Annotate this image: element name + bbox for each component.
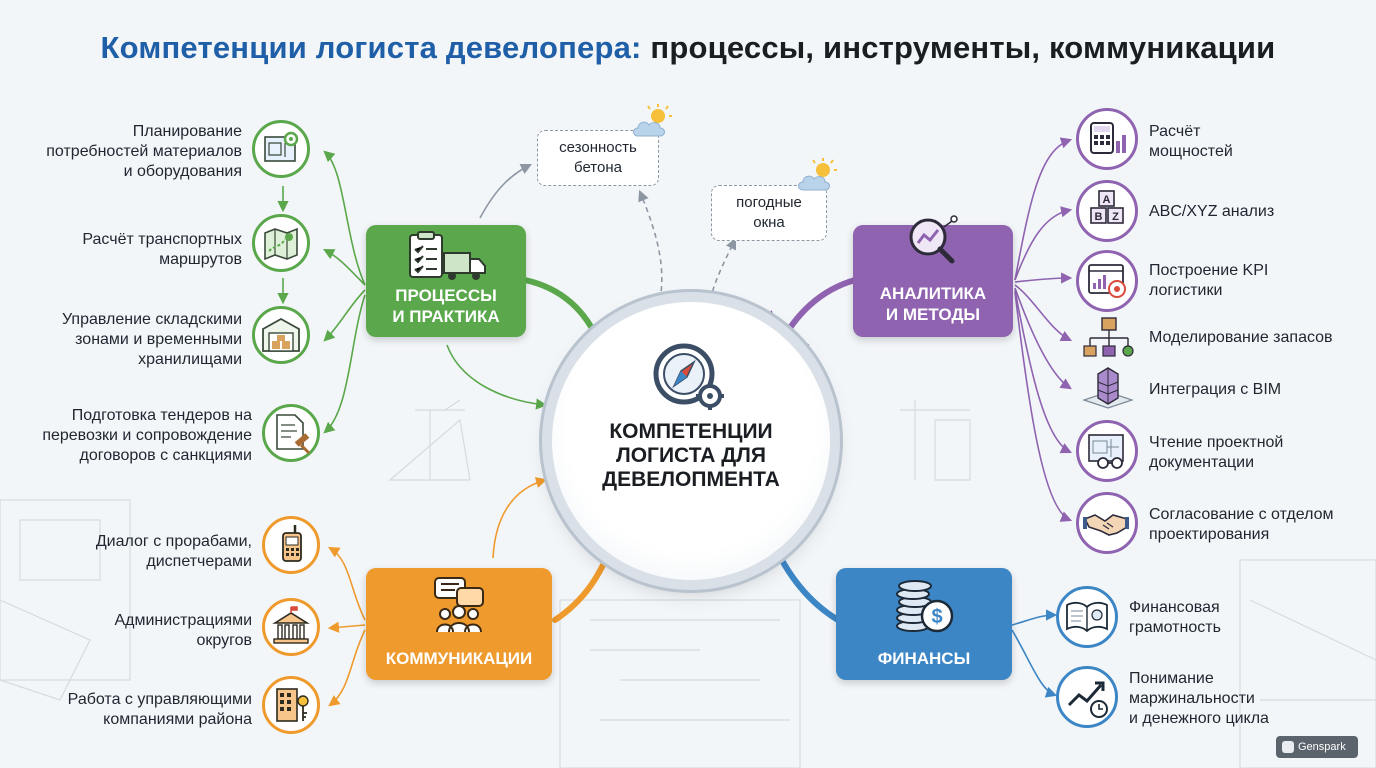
process-item-2: Расчёт транспортных маршрутов (82, 231, 242, 268)
building-key-icon (262, 676, 320, 734)
hub-processes-line1: ПРОЦЕССЫ (395, 286, 497, 305)
contract-gavel-icon (262, 404, 320, 462)
analytics-item-1: Расчёт мощностей (1149, 123, 1233, 160)
stock-tree-icon (1083, 317, 1134, 357)
center-node: КОМПЕТЕНЦИИ ЛОГИСТА ДЛЯ ДЕВЕЛОПМЕНТА (552, 302, 830, 580)
svg-text:A: A (1103, 194, 1111, 206)
comm-item-1: Диалог с прорабами, диспетчерами (95, 533, 252, 570)
hub-communications-line1: КОММУНИКАЦИИ (385, 649, 533, 668)
cloud-weather-windows: погодные окна (711, 185, 827, 241)
analytics-item-7: Согласование с отделом проектирования (1149, 506, 1334, 543)
sun-cloud-icon (633, 104, 672, 137)
title-rest: процессы, инструменты, коммуникации (650, 30, 1276, 65)
handshake-icon (1076, 492, 1138, 554)
genspark-logo-icon (1282, 741, 1294, 753)
finance-book-icon (1056, 586, 1118, 648)
cloud-concrete-line1: сезонность (559, 139, 637, 156)
analytics-item-6: Чтение проектной документации (1149, 434, 1284, 471)
hub-finance-line1: ФИНАНСЫ (877, 649, 971, 668)
chat-people-icon (434, 577, 484, 633)
walkie-talkie-icon (262, 516, 320, 574)
center-line3: ДЕВЕЛОПМЕНТА (602, 468, 780, 491)
title-highlight: Компетенции логиста девелопера: (100, 30, 642, 65)
center-line2: ЛОГИСТА ДЛЯ (615, 444, 766, 467)
finance-item-1: Финансовая грамотность (1129, 599, 1221, 636)
cloud-weather-line2: окна (753, 214, 785, 231)
svg-text:$: $ (931, 606, 942, 628)
hub-analytics-line1: АНАЛИТИКА (879, 284, 987, 303)
hub-analytics-line2: И МЕТОДЫ (885, 305, 981, 324)
process-item-1: Планирование потребностей материалов и о… (46, 123, 242, 180)
comm-item-3: Работа с управляющими компаниями района (67, 691, 252, 728)
process-item-3: Управление складскими зонами и временным… (61, 311, 242, 368)
comm-item-2: Администрациями округов (114, 612, 252, 649)
coins-dollar-icon: $ (896, 580, 954, 633)
hub-processes: ПРОЦЕССЫ И ПРАКТИКА (366, 225, 526, 337)
warehouse-icon (252, 306, 310, 364)
cloud-weather-line1: погодные (736, 194, 802, 211)
bim-building-icon (1082, 367, 1134, 409)
government-building-icon (262, 598, 320, 656)
analytics-item-4: Моделирование запасов (1149, 329, 1333, 346)
process-item-4: Подготовка тендеров на перевозки и сопро… (42, 407, 252, 464)
kpi-dashboard-icon (1076, 250, 1138, 312)
finance-item-2: Понимание маржинальности и денежного цик… (1129, 670, 1269, 727)
genspark-badge: Genspark (1276, 736, 1358, 758)
svg-text:B: B (1095, 211, 1103, 223)
map-route-icon (252, 214, 310, 272)
genspark-label: Genspark (1298, 741, 1346, 753)
hub-communications: КОММУНИКАЦИИ (366, 568, 552, 680)
blueprint-glasses-icon (1076, 420, 1138, 482)
svg-text:Z: Z (1112, 211, 1119, 223)
compass-gear-icon (653, 343, 724, 410)
calculator-chart-icon (1076, 108, 1138, 170)
cloud-concrete-seasonality: сезонность бетона (537, 130, 659, 186)
growth-clock-icon (1056, 666, 1118, 728)
analytics-item-5: Интеграция с BIM (1149, 381, 1282, 398)
blueprint-gear-icon (252, 120, 310, 178)
analytics-item-3: Построение KPI логистики (1149, 262, 1269, 299)
hub-analytics: АНАЛИТИКА И МЕТОДЫ (853, 215, 1013, 337)
analytics-item-2: ABC/XYZ анализ (1149, 203, 1275, 220)
clipboard-truck-icon (409, 231, 486, 280)
cloud-concrete-line2: бетона (574, 159, 622, 176)
center-line1: КОМПЕТЕНЦИИ (609, 420, 773, 443)
magnifier-chart-icon (909, 215, 958, 264)
page-title: Компетенции логиста девелопера: процессы… (0, 30, 1376, 66)
sun-cloud-icon (798, 158, 837, 191)
hub-finance: $ ФИНАНСЫ (836, 568, 1012, 680)
hub-processes-line2: И ПРАКТИКА (392, 307, 500, 326)
